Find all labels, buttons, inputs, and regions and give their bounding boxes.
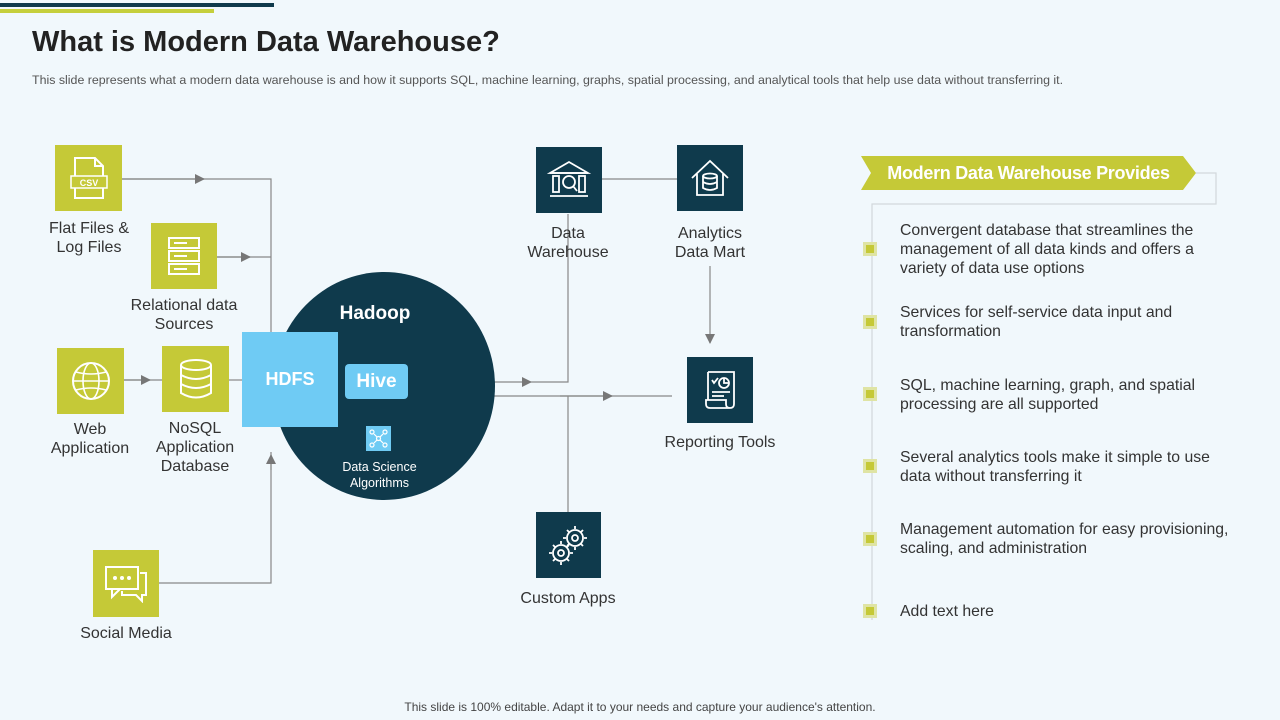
page-subtitle: This slide represents what a modern data… <box>32 73 1064 87</box>
data-warehouse-tile <box>536 147 602 213</box>
relational-tile <box>151 223 217 289</box>
reporting-tools-tile <box>687 357 753 423</box>
top-accent-bar-lime <box>0 9 214 13</box>
provides-item: Convergent database that streamlines the… <box>900 222 1194 277</box>
social-media-label: Social Media <box>80 625 172 642</box>
bullet-icon <box>863 387 877 401</box>
chat-icon <box>105 565 147 603</box>
provides-item: Several analytics tools make it simple t… <box>900 449 1210 485</box>
flat-files-tile: CSV <box>55 145 122 211</box>
reporting-tools-label: Reporting Tools <box>664 434 776 451</box>
custom-apps-label: Custom Apps <box>520 590 616 607</box>
bullet-icon <box>863 532 877 546</box>
server-icon <box>168 237 200 275</box>
network-icon <box>366 426 391 451</box>
hdfs-block: HDFS <box>242 332 338 427</box>
top-accent-bar-dark <box>0 3 274 7</box>
page-title: What is Modern Data Warehouse? <box>32 26 500 58</box>
provides-item: Services for self-service data input and… <box>900 304 1173 340</box>
database-icon <box>179 359 212 399</box>
analytics-mart-tile <box>677 145 743 211</box>
line-social <box>159 452 272 584</box>
social-media-tile <box>93 550 159 617</box>
bullet-icon <box>863 242 877 256</box>
web-app-tile <box>57 348 124 414</box>
provides-frame <box>871 172 1217 620</box>
flat-files-label: Flat Files &Log Files <box>48 220 129 256</box>
custom-apps-tile <box>536 512 601 578</box>
nosql-tile <box>162 346 229 412</box>
bullet-icon <box>863 604 877 618</box>
hadoop-title: Hadoop <box>339 303 411 324</box>
bullet-icon <box>863 459 877 473</box>
csv-file-icon: CSV <box>69 157 108 199</box>
hive-block: Hive <box>345 364 408 399</box>
line-to-warehouse <box>531 214 569 383</box>
warehouse-icon <box>547 160 591 197</box>
footer-note: This slide is 100% editable. Adapt it to… <box>404 700 876 714</box>
provides-item: SQL, machine learning, graph, and spatia… <box>900 377 1196 413</box>
provides-item: Management automation for easy provision… <box>900 521 1229 557</box>
gears-icon <box>548 526 587 565</box>
svg-text:CSV: CSV <box>79 178 98 188</box>
provides-heading: Modern Data Warehouse Provides <box>887 162 1170 183</box>
provides-item: Add text here <box>900 603 994 620</box>
house-database-icon <box>691 159 729 196</box>
globe-icon <box>71 362 110 400</box>
provides-banner <box>861 156 1196 190</box>
bullet-icon <box>863 315 877 329</box>
report-icon <box>705 371 735 409</box>
